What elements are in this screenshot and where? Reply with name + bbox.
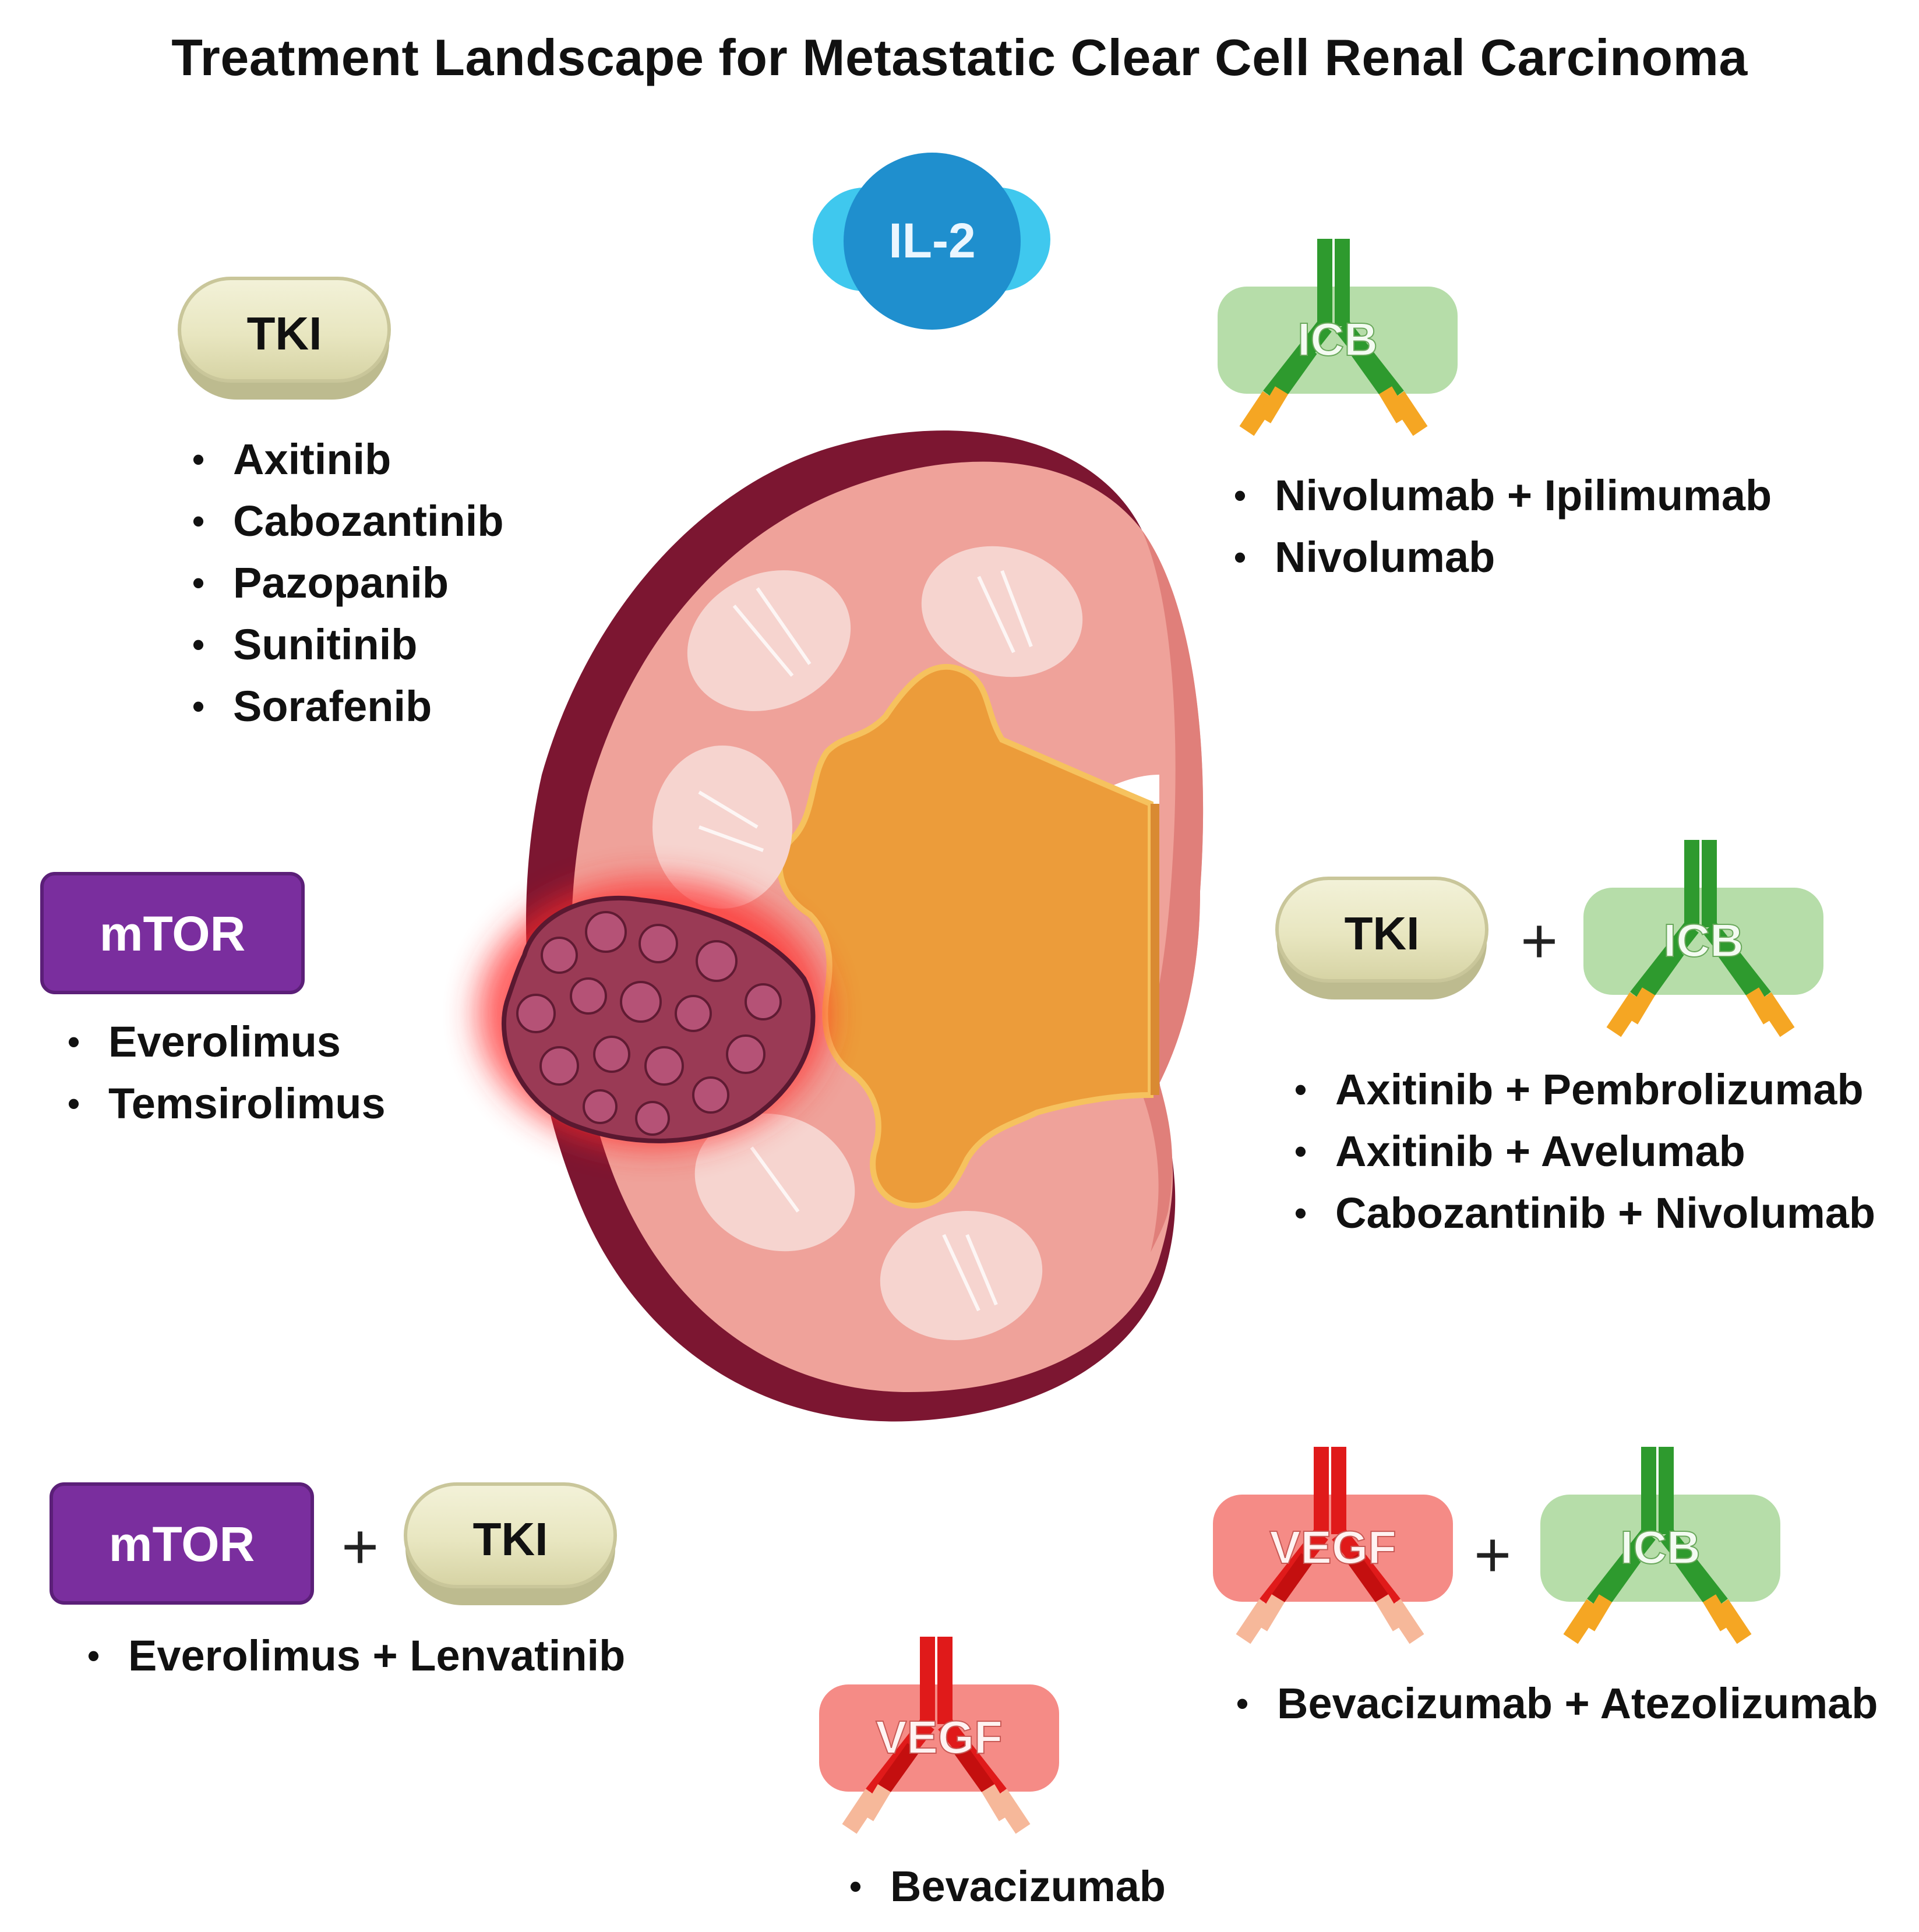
tki-label: TKI bbox=[247, 308, 322, 359]
mtor-box-bottom: mTOR bbox=[50, 1482, 314, 1605]
icb-label: ICB bbox=[1297, 313, 1378, 365]
list-item: Cabozantinib bbox=[192, 490, 504, 552]
tki-pill-bottom: TKI bbox=[404, 1482, 617, 1605]
vegf-icb-drug-list: Bevacizumab + Atezolizumab bbox=[1236, 1673, 1878, 1735]
mtor-box-left: mTOR bbox=[40, 872, 305, 994]
list-item: Nivolumab + Ipilimumab bbox=[1234, 465, 1772, 527]
tki-label: TKI bbox=[1345, 907, 1420, 959]
list-item: Cabozantinib + Nivolumab bbox=[1294, 1182, 1875, 1244]
icb-antibody-bottom: ICB bbox=[1540, 1447, 1780, 1644]
list-item: Axitinib bbox=[192, 429, 504, 490]
icb-label: ICB bbox=[1663, 914, 1744, 966]
list-item: Sorafenib bbox=[192, 676, 504, 737]
il2-cytokine-icon: IL-2 bbox=[813, 153, 1050, 330]
list-item: Everolimus bbox=[68, 1011, 386, 1073]
vegf-antibody-center: VEGF bbox=[819, 1637, 1059, 1834]
vegf-antibody-right: VEGF bbox=[1213, 1447, 1453, 1644]
il2-label: IL-2 bbox=[888, 213, 975, 268]
list-item: Bevacizumab bbox=[849, 1856, 1166, 1917]
tki-icb-drug-list: Axitinib + Pembrolizumab Axitinib + Avel… bbox=[1294, 1059, 1875, 1244]
vegf-drug-list: Bevacizumab bbox=[849, 1856, 1166, 1917]
mtor-label: mTOR bbox=[100, 906, 245, 961]
plus-sign: + bbox=[1474, 1519, 1512, 1591]
list-item: Axitinib + Pembrolizumab bbox=[1294, 1059, 1875, 1121]
list-item: Bevacizumab + Atezolizumab bbox=[1236, 1673, 1878, 1735]
tumor-icon bbox=[478, 880, 827, 1147]
icb-antibody-right: ICB bbox=[1583, 840, 1823, 1037]
icb-antibody-top: ICB bbox=[1218, 239, 1458, 436]
kidney-cross-section-icon bbox=[525, 430, 1204, 1422]
vegf-label: VEGF bbox=[876, 1711, 1003, 1763]
tki-pill-top: TKI bbox=[178, 277, 391, 400]
icb-drug-list: Nivolumab + Ipilimumab Nivolumab bbox=[1234, 465, 1772, 588]
tki-label: TKI bbox=[473, 1513, 548, 1565]
plus-sign: + bbox=[341, 1511, 379, 1583]
list-item: Nivolumab bbox=[1234, 527, 1772, 588]
list-item: Sunitinib bbox=[192, 614, 504, 676]
mtor-tki-drug-list: Everolimus + Lenvatinib bbox=[87, 1625, 625, 1687]
list-item: Everolimus + Lenvatinib bbox=[87, 1625, 625, 1687]
plus-sign: + bbox=[1521, 905, 1558, 977]
figure-title: Treatment Landscape for Metastatic Clear… bbox=[171, 29, 1748, 86]
tki-drug-list: Axitinib Cabozantinib Pazopanib Sunitini… bbox=[192, 429, 504, 737]
mtor-label: mTOR bbox=[109, 1517, 255, 1571]
icb-label: ICB bbox=[1620, 1521, 1701, 1573]
tki-pill-right: TKI bbox=[1275, 877, 1488, 999]
list-item: Pazopanib bbox=[192, 552, 504, 614]
mtor-drug-list: Everolimus Temsirolimus bbox=[68, 1011, 386, 1135]
list-item: Axitinib + Avelumab bbox=[1294, 1121, 1875, 1182]
list-item: Temsirolimus bbox=[68, 1073, 386, 1135]
renal-pyramids bbox=[652, 546, 1083, 1341]
vegf-label: VEGF bbox=[1269, 1521, 1396, 1573]
